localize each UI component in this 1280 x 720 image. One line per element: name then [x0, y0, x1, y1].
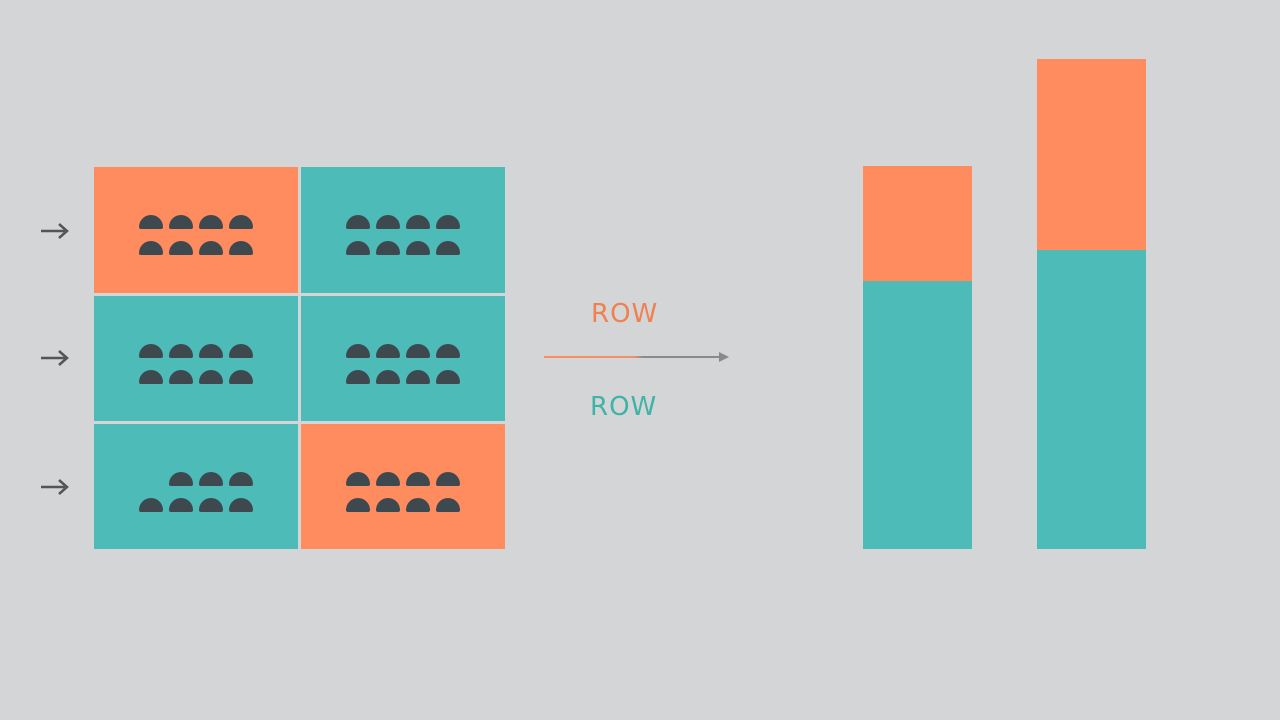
- row-label-bottom: ROW: [590, 392, 658, 422]
- person-icon: [436, 215, 460, 229]
- row-arrow-icon: [41, 223, 69, 239]
- person-icon: [406, 344, 430, 358]
- grid-cell: [301, 424, 505, 549]
- person-icon: [199, 498, 223, 512]
- grid-cell: [94, 424, 298, 549]
- person-icon: [376, 344, 400, 358]
- person-icon: [169, 215, 193, 229]
- person-icon: [436, 241, 460, 255]
- bar-teal-segment: [1037, 250, 1146, 549]
- grid-cell: [94, 296, 298, 421]
- person-icon: [229, 215, 253, 229]
- person-icon: [346, 344, 370, 358]
- person-icon: [139, 344, 163, 358]
- people-group: [94, 215, 298, 255]
- people-group: [301, 472, 505, 512]
- person-icon: [169, 344, 193, 358]
- person-icon: [346, 472, 370, 486]
- people-group: [94, 344, 298, 384]
- person-icon: [436, 344, 460, 358]
- person-icon: [406, 241, 430, 255]
- people-group: [94, 472, 298, 512]
- person-icon: [169, 472, 193, 486]
- people-group: [301, 344, 505, 384]
- grid-cell: [301, 167, 505, 293]
- person-icon: [376, 370, 400, 384]
- person-icon: [169, 241, 193, 255]
- people-group: [301, 215, 505, 255]
- person-icon: [346, 241, 370, 255]
- person-icon: [229, 241, 253, 255]
- person-icon: [229, 498, 253, 512]
- person-icon: [346, 215, 370, 229]
- transform-arrow-icon: [544, 352, 729, 362]
- grid-cell: [301, 296, 505, 421]
- person-icon: [199, 472, 223, 486]
- grid-cell: [94, 167, 298, 293]
- person-icon: [199, 370, 223, 384]
- person-icon: [376, 472, 400, 486]
- person-icon: [346, 498, 370, 512]
- bar-teal-segment: [863, 281, 972, 549]
- bar-orange-segment: [863, 166, 972, 281]
- person-icon: [139, 215, 163, 229]
- person-icon: [376, 498, 400, 512]
- person-icon: [229, 370, 253, 384]
- person-icon: [229, 472, 253, 486]
- person-icon: [376, 241, 400, 255]
- person-icon: [139, 370, 163, 384]
- person-icon: [199, 241, 223, 255]
- person-icon: [436, 370, 460, 384]
- row-label-top: ROW: [591, 299, 659, 329]
- row-arrow-icon: [41, 350, 69, 366]
- person-icon: [436, 498, 460, 512]
- person-icon: [376, 215, 400, 229]
- person-icon: [406, 472, 430, 486]
- person-icon: [169, 370, 193, 384]
- person-icon: [199, 344, 223, 358]
- row-arrow-icon: [41, 479, 69, 495]
- person-icon: [169, 498, 193, 512]
- person-icon: [229, 344, 253, 358]
- person-icon: [406, 370, 430, 384]
- person-icon: [346, 370, 370, 384]
- person-icon: [436, 472, 460, 486]
- person-icon: [199, 215, 223, 229]
- person-icon: [406, 498, 430, 512]
- person-icon: [139, 241, 163, 255]
- person-icon: [139, 498, 163, 512]
- bar-orange-segment: [1037, 59, 1146, 250]
- person-icon: [406, 215, 430, 229]
